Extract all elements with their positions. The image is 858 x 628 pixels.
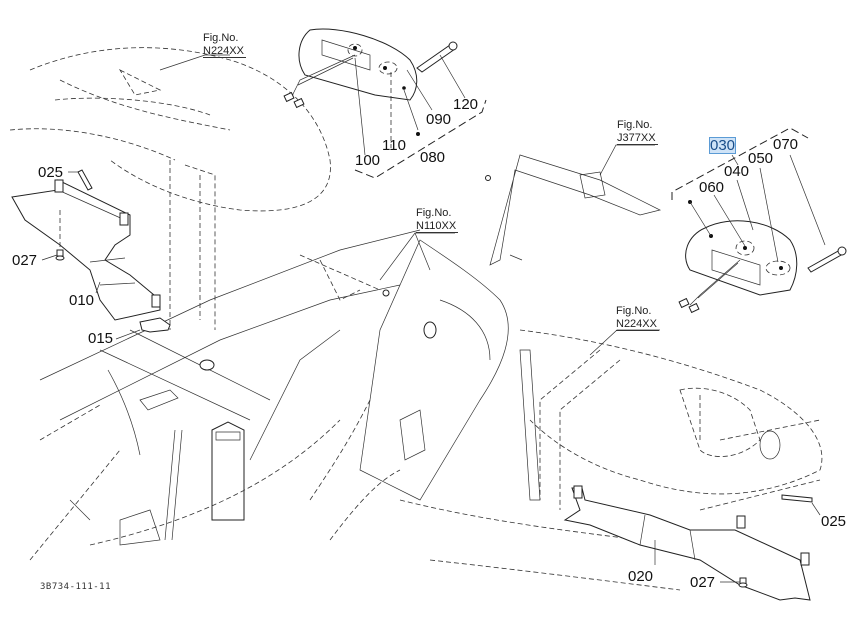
fig-ref-prefix: Fig.No. bbox=[617, 119, 653, 131]
bracket-j377 bbox=[485, 154, 662, 266]
frame bbox=[29, 229, 421, 561]
part-025-left-strip bbox=[77, 169, 93, 191]
fig-ref-prefix: Fig.No. bbox=[616, 305, 652, 317]
part-label-020[interactable]: 020 bbox=[628, 568, 654, 585]
fig-ref-code: N224XX bbox=[203, 44, 246, 59]
part-010-bracket bbox=[11, 179, 161, 321]
fig-ref-n224xx-top[interactable]: Fig.No. N224XX bbox=[203, 32, 246, 59]
right-fender-outline bbox=[399, 329, 823, 591]
right-group-leaders bbox=[671, 127, 826, 263]
part-label-027-left[interactable]: 027 bbox=[12, 252, 38, 269]
fig-ref-j377xx[interactable]: Fig.No. J377XX bbox=[617, 119, 658, 146]
part-label-030-selected[interactable]: 030 bbox=[708, 137, 737, 154]
part-label-080[interactable]: 080 bbox=[420, 149, 446, 166]
diagram-identifier: 3B734-111-11 bbox=[40, 582, 112, 592]
meter-assembly-right bbox=[678, 200, 847, 314]
fig-ref-prefix: Fig.No. bbox=[416, 207, 452, 219]
fig-ref-code: J377XX bbox=[617, 131, 658, 146]
part-label-040[interactable]: 040 bbox=[724, 163, 750, 180]
part-label-027-right[interactable]: 027 bbox=[690, 574, 716, 591]
part-label-110[interactable]: 110 bbox=[382, 137, 406, 154]
part-label-050[interactable]: 050 bbox=[748, 150, 774, 167]
part-015-piece bbox=[139, 317, 171, 333]
part-027-right-bolt bbox=[738, 577, 748, 588]
part-label-015[interactable]: 015 bbox=[88, 330, 114, 347]
fig-ref-code: N224XX bbox=[616, 317, 659, 332]
top-group-leaders bbox=[354, 54, 487, 179]
part-label-070[interactable]: 070 bbox=[773, 136, 799, 153]
part-label-025-left[interactable]: 025 bbox=[38, 164, 64, 181]
part-020-bracket bbox=[563, 485, 811, 601]
meter-assembly-top bbox=[283, 28, 458, 136]
fig-ref-code: N110XX bbox=[416, 219, 459, 234]
part-label-100[interactable]: 100 bbox=[355, 152, 381, 169]
center-column bbox=[299, 239, 509, 541]
fig-ref-n224xx-right[interactable]: Fig.No. N224XX bbox=[616, 305, 659, 332]
part-025-right-strip bbox=[781, 494, 813, 503]
part-label-060[interactable]: 060 bbox=[699, 179, 725, 196]
part-027-left-bolt bbox=[55, 210, 65, 261]
part-label-025-right[interactable]: 025 bbox=[821, 513, 847, 530]
fig-ref-prefix: Fig.No. bbox=[203, 32, 239, 44]
left-fender-outline bbox=[9, 47, 331, 330]
part-label-010[interactable]: 010 bbox=[69, 292, 95, 309]
part-label-090[interactable]: 090 bbox=[426, 111, 452, 128]
part-label-120[interactable]: 120 bbox=[453, 96, 479, 113]
fig-ref-n110xx[interactable]: Fig.No. N110XX bbox=[416, 207, 459, 234]
